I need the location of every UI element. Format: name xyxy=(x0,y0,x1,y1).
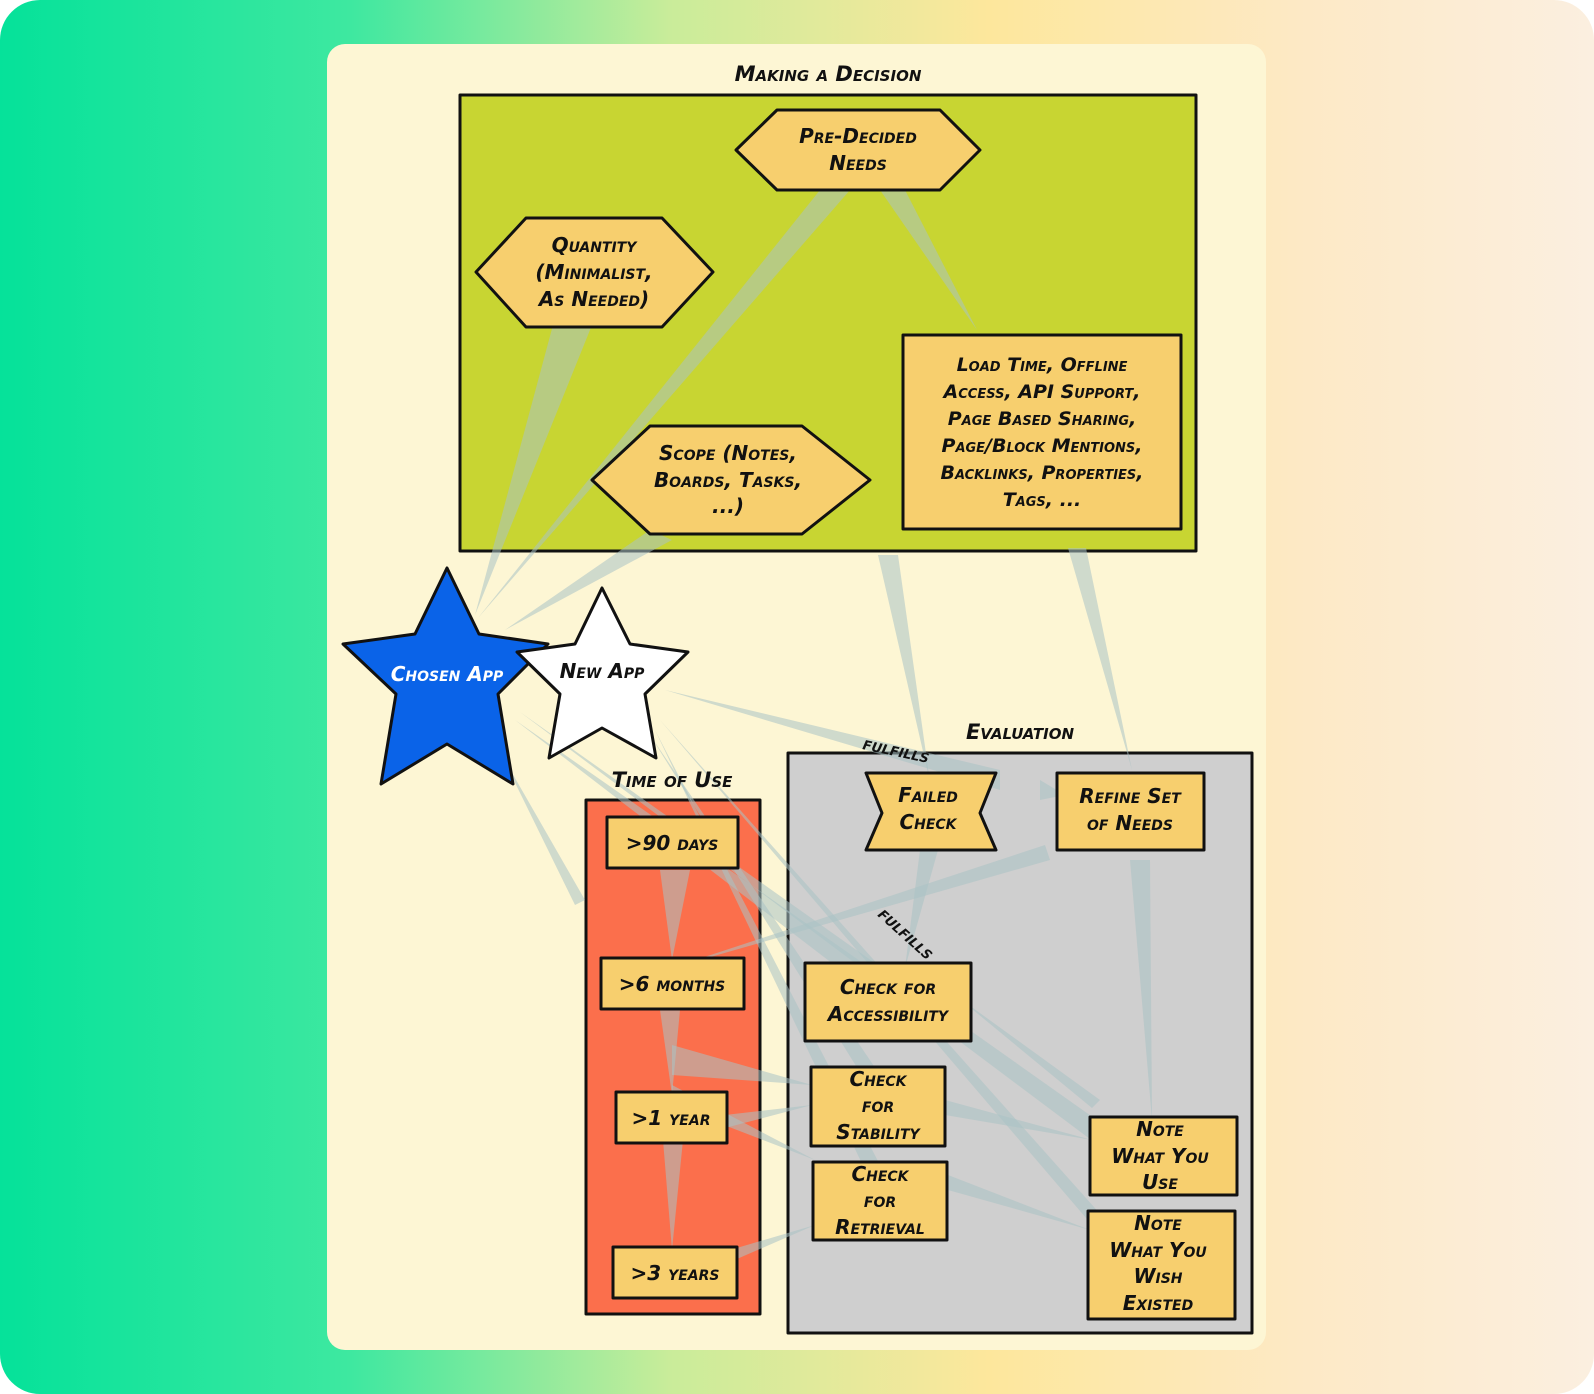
connector xyxy=(665,690,1000,790)
node-check-stability[interactable]: Check for Stability xyxy=(809,1065,947,1148)
node-label: Accessibility xyxy=(826,1002,950,1026)
node-label: Retrieval xyxy=(835,1215,925,1239)
node-failed-check[interactable]: Failed Check xyxy=(864,771,998,852)
node-label: Boards, Tasks, xyxy=(654,468,802,492)
connector xyxy=(663,1140,683,1250)
node-label: Note xyxy=(1136,1117,1184,1141)
connector xyxy=(945,1100,1092,1140)
group-title-evaluation: Evaluation xyxy=(966,720,1075,744)
node-label: Page/Block Mentions, xyxy=(942,435,1143,457)
node-1-year[interactable]: >1 year xyxy=(614,1090,729,1145)
connector xyxy=(905,850,938,968)
connector xyxy=(880,190,977,330)
node-label: Failed xyxy=(898,783,958,807)
node-features[interactable]: Load Time, Offline Access, API Support, … xyxy=(901,333,1183,531)
node-note-wish[interactable]: Note What You Wish Existed xyxy=(1086,1209,1237,1321)
node-new-app[interactable]: New App xyxy=(515,586,690,760)
node-label: Wish xyxy=(1133,1264,1182,1288)
connector xyxy=(500,752,585,905)
node-label: for xyxy=(862,1093,894,1117)
connector xyxy=(665,845,1050,970)
node-label: Access, API Support, xyxy=(942,381,1141,403)
node-6-months[interactable]: >6 months xyxy=(599,956,746,1011)
node-label: Tags, ... xyxy=(1003,489,1082,511)
node-check-accessibility[interactable]: Check for Accessibility xyxy=(803,961,973,1043)
connector xyxy=(505,530,672,630)
node-label: >90 days xyxy=(626,831,719,855)
node-label: Use xyxy=(1142,1170,1178,1194)
node-label: ...) xyxy=(712,494,744,518)
node-note-use[interactable]: Note What You Use xyxy=(1088,1115,1239,1197)
node-check-retrieval[interactable]: Check for Retrieval xyxy=(811,1160,949,1242)
node-label: Needs xyxy=(829,151,887,175)
connector xyxy=(660,870,690,960)
node-label: Quantity xyxy=(552,233,639,257)
node-label: >1 year xyxy=(632,1106,711,1130)
node-label: Page Based Sharing, xyxy=(948,408,1137,430)
connector xyxy=(478,190,850,618)
node-refine-needs[interactable]: Refine Set of Needs xyxy=(1055,771,1206,852)
connector xyxy=(725,1105,812,1128)
node-label: Pre-Decided xyxy=(799,124,917,148)
node-label: for xyxy=(864,1188,896,1212)
connector xyxy=(660,1010,680,1095)
connector xyxy=(955,995,1100,1108)
connector xyxy=(878,555,930,782)
node-label: What You xyxy=(1111,1144,1209,1168)
node-90-days[interactable]: >90 days xyxy=(605,815,740,870)
node-label: Check for xyxy=(840,975,936,999)
node-label: >3 years xyxy=(630,1261,719,1285)
node-pre-decided-needs[interactable]: Pre-Decided Needs xyxy=(734,108,982,192)
connector xyxy=(730,1225,815,1262)
node-chosen-app[interactable]: Chosen App xyxy=(341,566,550,786)
node-label: Existed xyxy=(1123,1291,1193,1315)
connector xyxy=(948,1175,1090,1230)
node-label: Load Time, Offline xyxy=(957,354,1128,376)
node-label: Refine Set xyxy=(1079,784,1182,808)
node-label: Chosen App xyxy=(391,662,504,686)
node-label: Stability xyxy=(836,1120,921,1144)
group-title-making-decision: Making a Decision xyxy=(735,62,922,86)
node-label: As Needed) xyxy=(537,287,649,311)
group-title-time-of-use: Time of Use xyxy=(612,768,734,792)
node-label: Check xyxy=(899,810,957,834)
node-scope[interactable]: Scope (Notes, Boards, Tasks, ...) xyxy=(590,424,872,536)
node-label: What You xyxy=(1109,1238,1207,1262)
node-label: New App xyxy=(560,659,645,683)
node-label: Note xyxy=(1134,1211,1182,1235)
node-label: Scope (Notes, xyxy=(659,441,797,465)
node-quantity[interactable]: Quantity (Minimalist, As Needed) xyxy=(474,216,715,329)
node-label: of Needs xyxy=(1087,811,1173,835)
node-label: >6 months xyxy=(619,972,726,996)
connector xyxy=(1130,860,1152,1120)
node-label: Check xyxy=(849,1067,907,1091)
node-3-years[interactable]: >3 years xyxy=(611,1245,739,1300)
node-label: Check xyxy=(851,1162,909,1186)
connector xyxy=(475,325,592,615)
node-label: Backlinks, Properties, xyxy=(940,462,1143,484)
connector xyxy=(672,1045,812,1085)
node-label: (Minimalist, xyxy=(535,260,652,284)
connector xyxy=(1068,548,1132,770)
